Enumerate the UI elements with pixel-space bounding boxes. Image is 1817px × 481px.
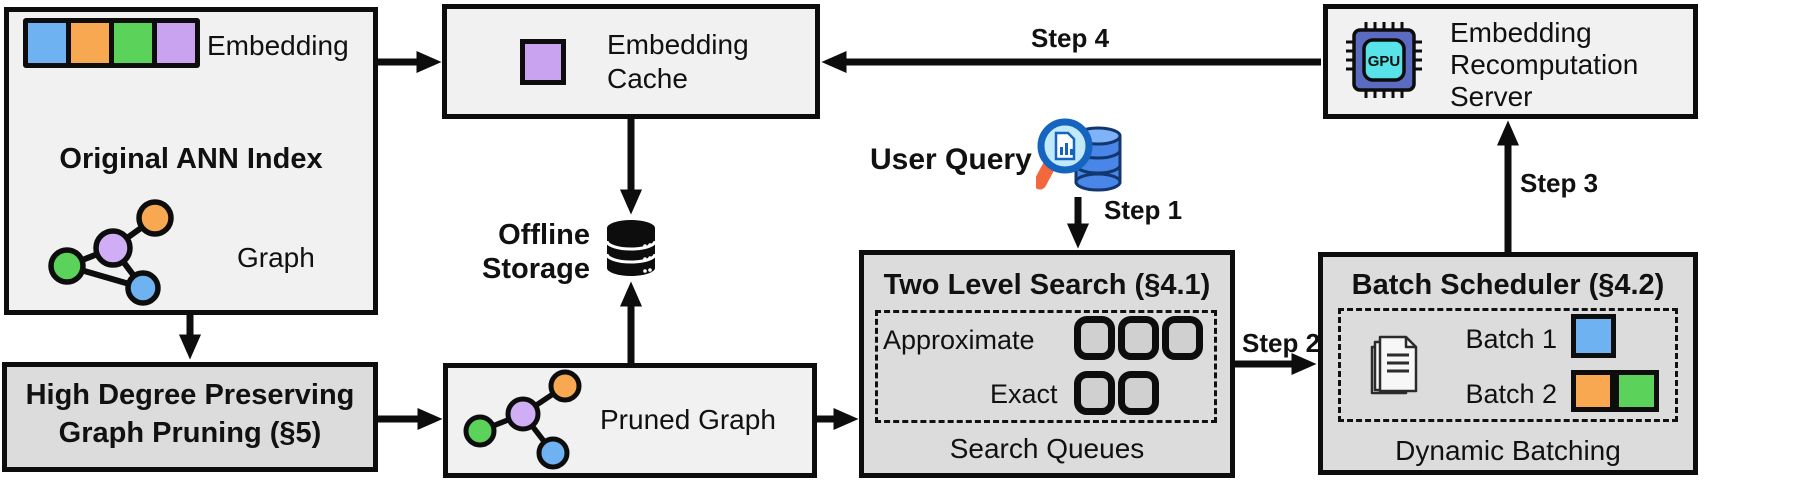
two-level-search-title: Two Level Search (§4.1) bbox=[883, 269, 1211, 301]
server-line3: Server bbox=[1450, 81, 1533, 112]
gpu-label: GPU bbox=[1368, 53, 1401, 70]
pruned-graph-label: Pruned Graph bbox=[600, 404, 776, 435]
pruned-graph-icon bbox=[463, 369, 582, 470]
approximate-queue-slots bbox=[1074, 316, 1203, 360]
embedding-cell-orange bbox=[71, 23, 109, 63]
embedding-cell-purple bbox=[157, 23, 195, 63]
exact-queue-slots bbox=[1074, 371, 1159, 415]
offline-storage-line1: Offline bbox=[498, 219, 590, 251]
step3-label: Step 3 bbox=[1520, 168, 1599, 198]
server-line2: Recomputation bbox=[1450, 49, 1639, 80]
original-ann-index-box: Embedding Original ANN Index Graph bbox=[4, 7, 378, 315]
embedding-label: Embedding bbox=[207, 30, 349, 61]
ann-index-title: Original ANN Index bbox=[59, 143, 323, 175]
batch1-label: Batch 1 bbox=[1465, 324, 1557, 354]
step1-label: Step 1 bbox=[1104, 195, 1183, 225]
embedding-cache-box: Embedding Cache bbox=[442, 4, 820, 119]
exact-label: Exact bbox=[990, 379, 1058, 409]
graph-pruning-box: High Degree Preserving Graph Pruning (§5… bbox=[2, 362, 378, 472]
documents-icon bbox=[1370, 335, 1418, 395]
pruned-graph-box: Pruned Graph bbox=[443, 363, 817, 478]
queue-slot bbox=[1074, 371, 1115, 415]
embedding-cache-line2: Cache bbox=[607, 63, 688, 94]
graph-pruning-line1: High Degree Preserving bbox=[25, 379, 355, 411]
batch2-squares bbox=[1571, 370, 1659, 412]
embedding-strip-icon bbox=[23, 18, 200, 68]
cached-embedding-square-icon bbox=[520, 39, 566, 85]
graph-pruning-line2: Graph Pruning (§5) bbox=[58, 417, 322, 449]
step4-label: Step 4 bbox=[1031, 23, 1110, 53]
magnifier-database-icon bbox=[1036, 118, 1122, 192]
batch-scheduler-title: Batch Scheduler (§4.2) bbox=[1351, 269, 1665, 301]
queue-slot bbox=[1162, 316, 1203, 360]
dynamic-batching-caption: Dynamic Batching bbox=[1395, 435, 1621, 466]
batch-scheduler-box: Batch Scheduler (§4.2) Batch 1 Batch 2 D… bbox=[1318, 252, 1698, 475]
recomputation-server-box: GPU Embedding Recomputation Server bbox=[1323, 4, 1698, 119]
search-queues-caption: Search Queues bbox=[949, 433, 1145, 464]
two-level-search-box: Two Level Search (§4.1) Approximate Exac… bbox=[859, 250, 1235, 478]
graph-label: Graph bbox=[237, 242, 315, 273]
dynamic-batching-panel bbox=[1338, 308, 1678, 422]
embedding-cell-blue bbox=[28, 23, 66, 63]
database-icon bbox=[605, 220, 657, 276]
search-queues-panel bbox=[875, 310, 1217, 423]
queue-slot bbox=[1118, 371, 1159, 415]
step2-label: Step 2 bbox=[1242, 328, 1321, 358]
embedding-cell-green bbox=[114, 23, 152, 63]
queue-slot bbox=[1118, 316, 1159, 360]
batch2-square-green bbox=[1614, 370, 1659, 412]
batch2-square-orange bbox=[1571, 370, 1615, 412]
approximate-label: Approximate bbox=[883, 325, 1035, 355]
graph-icon bbox=[48, 199, 174, 306]
server-line1: Embedding bbox=[1450, 17, 1592, 48]
gpu-chip-icon: GPU bbox=[1346, 22, 1422, 98]
batch1-square-blue bbox=[1571, 314, 1616, 358]
queue-slot bbox=[1074, 316, 1115, 360]
user-query-label: User Query bbox=[870, 143, 1032, 176]
embedding-cache-line1: Embedding bbox=[607, 29, 749, 60]
batch2-label: Batch 2 bbox=[1465, 379, 1557, 409]
offline-storage-line2: Storage bbox=[482, 253, 590, 285]
